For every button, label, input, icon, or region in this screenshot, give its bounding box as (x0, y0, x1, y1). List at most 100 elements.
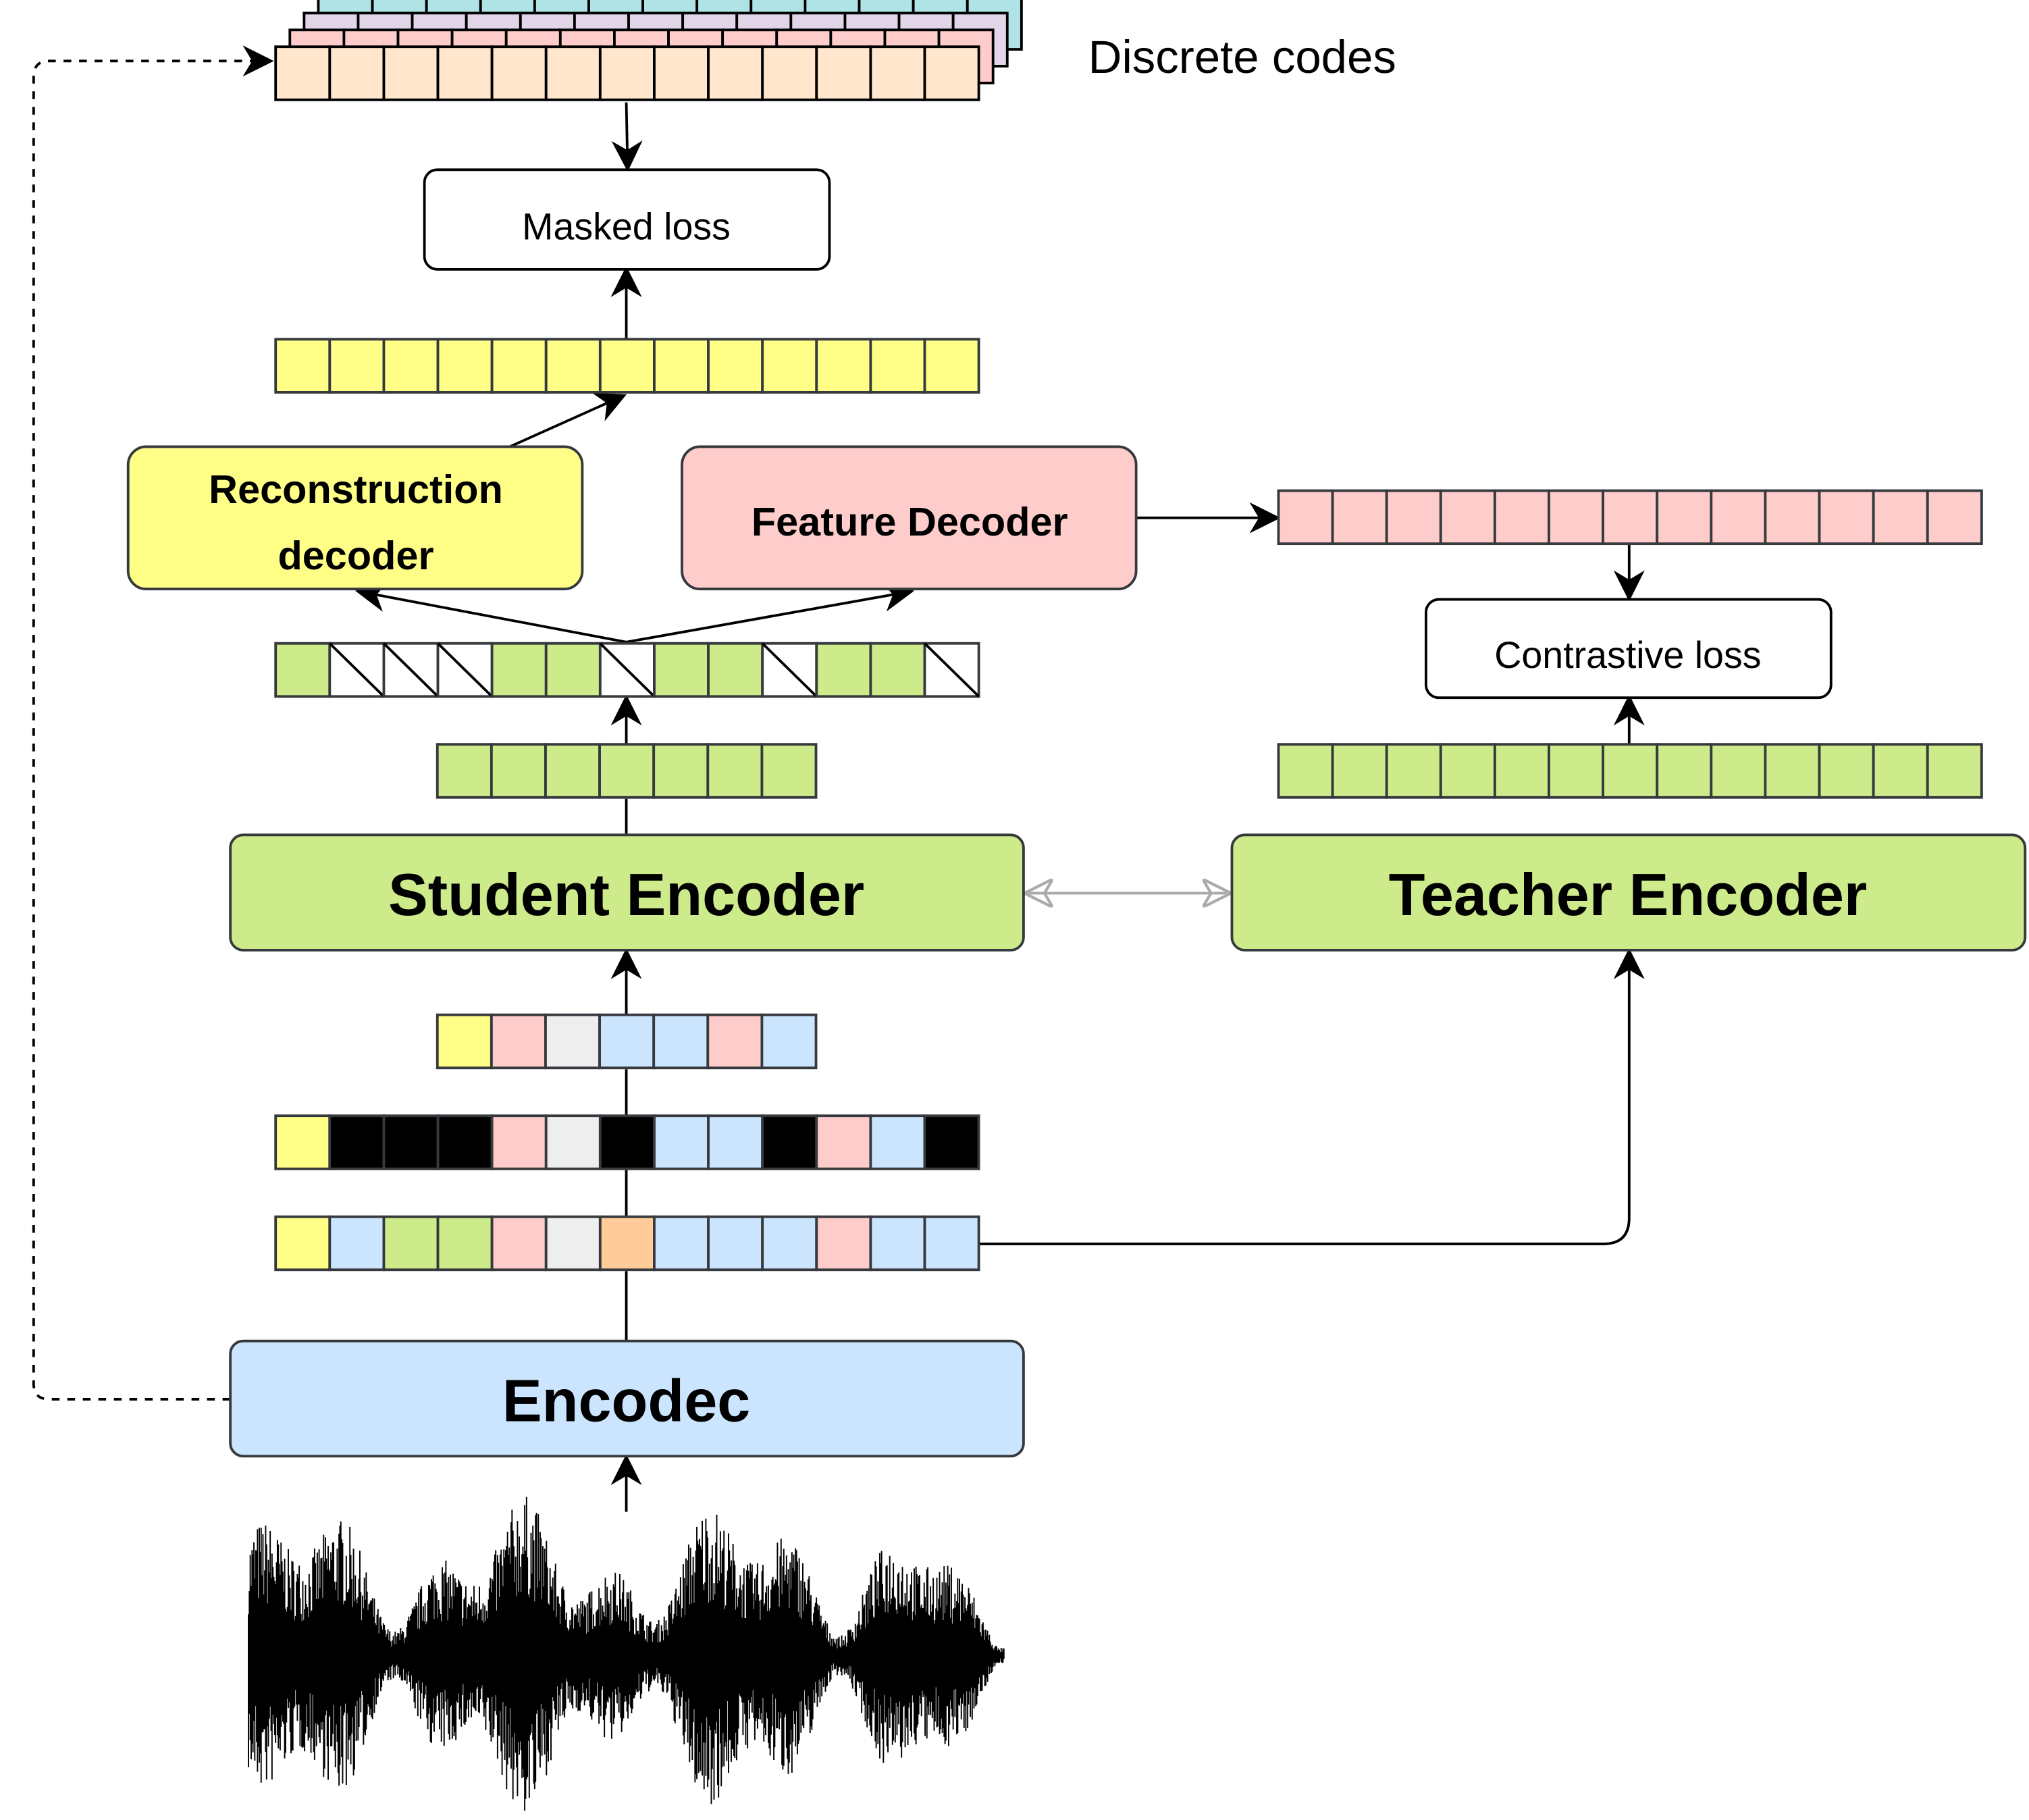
token-yellow (490, 338, 548, 394)
token-blue (923, 1215, 980, 1272)
code-cell-peach (923, 45, 980, 101)
token-pink (1710, 489, 1767, 546)
encodec-label: Encodec (502, 1367, 750, 1434)
mask-diagonal (328, 642, 385, 698)
code-cell-peach (274, 45, 332, 101)
token-pink (1818, 489, 1875, 546)
token-green (1710, 743, 1767, 799)
seq-teacher-output (1277, 743, 1983, 799)
token-green (1277, 743, 1334, 799)
token-yellow (815, 338, 872, 394)
token-green (598, 743, 656, 799)
token-green (1385, 743, 1442, 799)
token-gray (544, 1013, 602, 1070)
token-green (1656, 743, 1713, 799)
token-green (1818, 743, 1875, 799)
token-yellow (653, 338, 710, 394)
masked-loss-label: Masked loss (522, 206, 731, 248)
token-green (490, 642, 548, 698)
token-pink (1277, 489, 1334, 546)
token-green (815, 642, 872, 698)
seq-student-output (436, 743, 818, 799)
token-green (652, 743, 710, 799)
code-cell-peach (436, 45, 494, 101)
encodec-tokens-to-teacher-encoder-arrow (978, 947, 1645, 1245)
masked-features-to-recon-decoder-arrow (354, 581, 627, 644)
mask-diagonal (761, 642, 818, 698)
masked-loss-box: Masked loss (423, 168, 831, 271)
mask-diagonal (924, 642, 980, 698)
token-yellow (436, 1013, 493, 1070)
token-green (760, 743, 818, 799)
token-blue (869, 1215, 926, 1272)
seq-masked-features (274, 642, 980, 698)
token-black (761, 1114, 818, 1170)
token-green (653, 642, 710, 698)
token-pink (1872, 489, 1929, 546)
token-green (706, 743, 764, 799)
token-black (436, 1114, 494, 1170)
token-orange (598, 1215, 656, 1272)
token-yellow (436, 338, 494, 394)
token-blue (707, 1114, 764, 1170)
token-yellow (328, 338, 386, 394)
seq-feature-output (1277, 489, 1983, 546)
token-pink (1926, 489, 1983, 546)
token-blue (760, 1013, 818, 1070)
token-blue (328, 1215, 386, 1272)
token-blue (598, 1013, 656, 1070)
token-pink (1656, 489, 1713, 546)
token-pink (1493, 489, 1550, 546)
token-yellow (274, 1215, 332, 1272)
token-pink (815, 1114, 872, 1170)
token-green (382, 1215, 440, 1272)
token-yellow (761, 338, 818, 394)
code-cell-peach (598, 45, 656, 101)
teacher-encoder-label: Teacher Encoder (1389, 861, 1868, 928)
token-green (1764, 743, 1821, 799)
token-blue (652, 1013, 710, 1070)
token-pink (1385, 489, 1442, 546)
token-black (328, 1114, 386, 1170)
code-cell-peach (328, 45, 386, 101)
feature-decoder-label: Feature Decoder (752, 499, 1068, 544)
masked-features-to-feature-decoder-arrow (626, 581, 915, 644)
code-cell-peach (653, 45, 710, 101)
encodec-box: Encodec (229, 1339, 1025, 1458)
code-cell-peach (490, 45, 548, 101)
student-encoder-label: Student Encoder (388, 861, 864, 928)
token-black (382, 1114, 440, 1170)
token-green (1602, 743, 1659, 799)
token-yellow (707, 338, 764, 394)
token-green (1493, 743, 1550, 799)
student-encoder-box: Student Encoder (229, 833, 1025, 952)
token-green (544, 642, 602, 698)
token-gray (544, 1114, 602, 1170)
mask-diagonal (599, 642, 656, 698)
token-yellow (869, 338, 926, 394)
reconstruction-decoder-label-line2: decoder (278, 533, 433, 578)
token-yellow (923, 338, 980, 394)
token-green (1872, 743, 1929, 799)
token-yellow (274, 338, 332, 394)
token-pink (490, 1114, 548, 1170)
token-gray (544, 1215, 602, 1272)
seq-reconstruction-output (274, 338, 980, 394)
token-green (1331, 743, 1388, 799)
seq-kept-tokens (436, 1013, 818, 1070)
token-green (544, 743, 602, 799)
token-green (869, 642, 926, 698)
code-cell-peach (382, 45, 440, 101)
token-blue (761, 1215, 818, 1272)
token-black (923, 1114, 980, 1170)
token-green (490, 743, 547, 799)
recon-decoder-to-output-arrow (509, 392, 627, 448)
code-cell-peach (815, 45, 872, 101)
code-cell-peach (869, 45, 926, 101)
token-yellow (274, 1114, 332, 1170)
token-pink (490, 1215, 548, 1272)
contrastive-loss-label: Contrastive loss (1494, 634, 1761, 676)
token-pink (815, 1215, 872, 1272)
token-green (707, 642, 764, 698)
